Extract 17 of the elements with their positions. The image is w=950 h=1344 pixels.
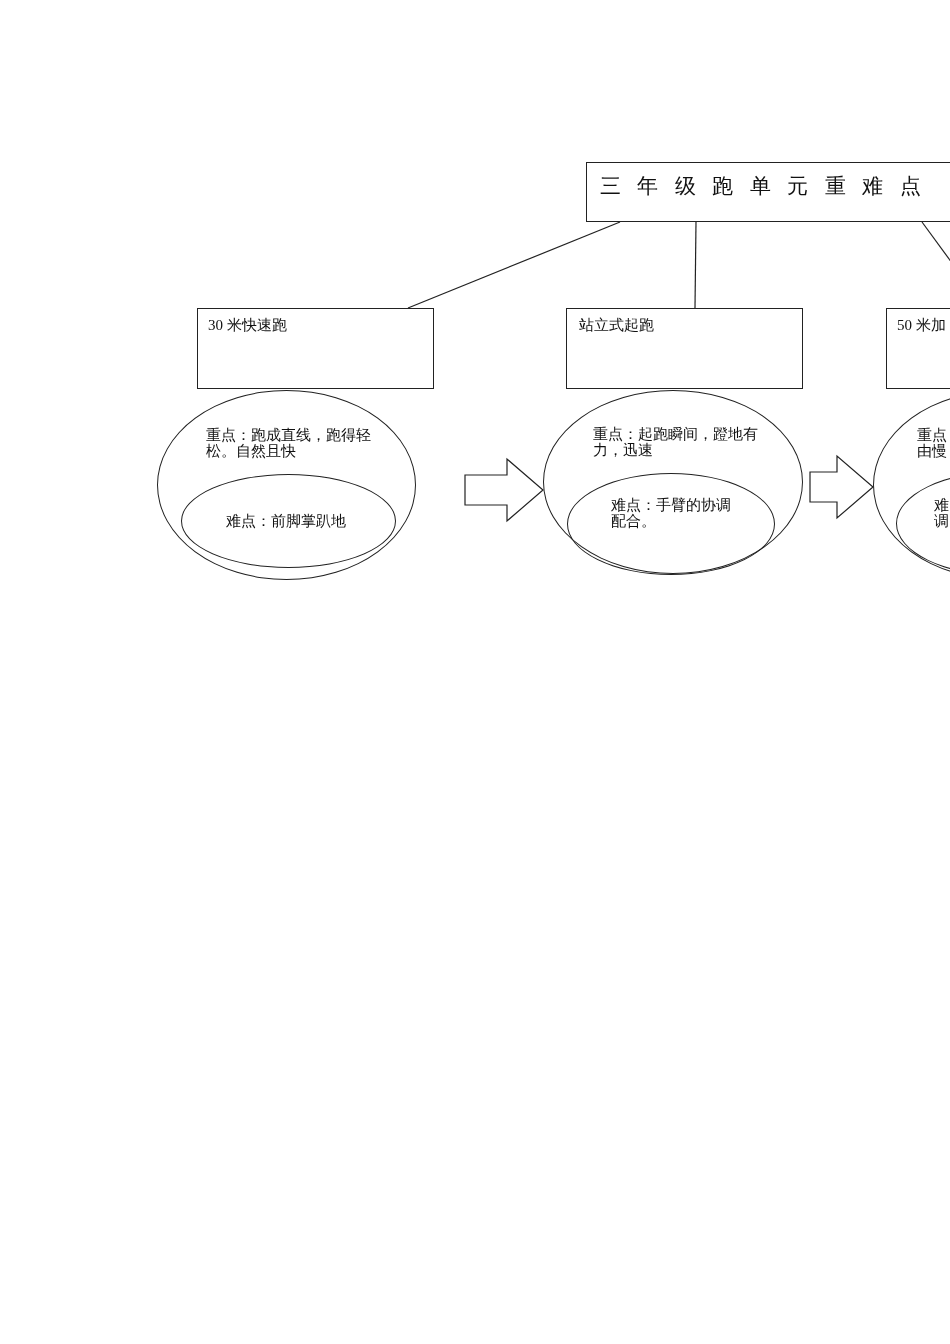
block-arrow [809, 454, 874, 520]
topic-box [566, 308, 803, 389]
block-arrow [464, 457, 544, 523]
node-label: 重点：跑成直线，跑得轻松。自然且快 [206, 427, 371, 459]
node-label: 站立式起跑 [579, 317, 655, 333]
node-label: 重点：起跑瞬间，蹬地有力，迅速 [593, 426, 758, 458]
topic-box [197, 308, 434, 389]
title-box [586, 162, 950, 222]
node-label: 难点：手臂的协调配合。 [611, 497, 731, 529]
title: 三 年 级 跑 单 元 重 难 点 [600, 173, 928, 199]
node-label: 50 米加 [897, 317, 947, 333]
node-label: 难调 [934, 497, 950, 529]
connector-line [407, 221, 621, 309]
node-label: 难点：前脚掌趴地 [226, 513, 347, 529]
node-label: 30 米快速跑 [208, 317, 288, 333]
node-label: 重点由慢 [917, 427, 948, 459]
connector-line [694, 221, 697, 309]
